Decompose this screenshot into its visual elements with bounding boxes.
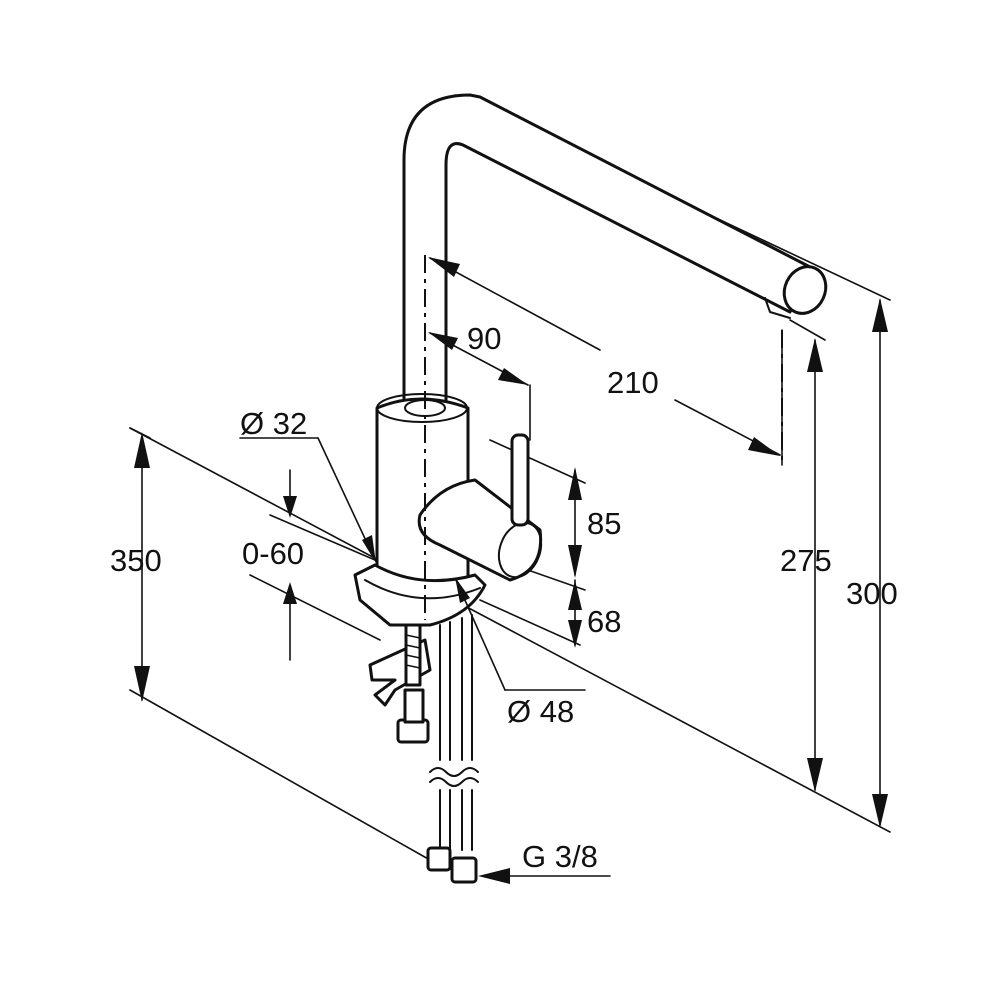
hose-fittings [426, 846, 478, 884]
spout-tip [782, 265, 828, 315]
dim-label-d275: 275 [780, 543, 832, 578]
spout [402, 93, 814, 410]
extension-lines [129, 94, 891, 861]
dim-label-d90: 90 [467, 321, 502, 356]
dim-label-d300: 300 [846, 576, 898, 611]
dim-label-d060: 0-60 [242, 536, 305, 571]
dim-label-d85: 85 [587, 506, 622, 541]
dim-label-d210: 210 [607, 365, 659, 400]
threaded-rod [404, 623, 422, 687]
supply-hoses [429, 614, 479, 851]
dim-label-d48: Ø 48 [507, 694, 575, 729]
dim-label-d350: 350 [110, 543, 162, 578]
dim-label-g38: G 3/8 [522, 839, 598, 874]
faucet [353, 93, 828, 884]
aerator [764, 297, 791, 319]
base-plate [353, 563, 487, 627]
dim-label-d32: Ø 32 [240, 406, 308, 441]
dim-label-d68: 68 [587, 604, 622, 639]
lever-pin [510, 433, 530, 527]
dimension-lines [134, 257, 888, 884]
